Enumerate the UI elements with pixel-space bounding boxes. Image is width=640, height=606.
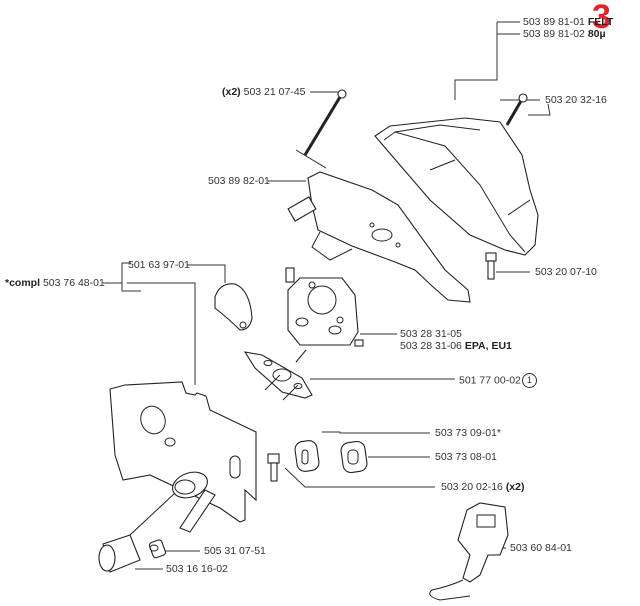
leader-grommet-1	[322, 431, 430, 434]
leader-choke-valve	[187, 264, 226, 283]
part-number: 503 73 09-01*	[435, 427, 501, 439]
gasket-part	[243, 349, 313, 401]
label-grommet-1: 503 73 09-01*	[435, 427, 501, 439]
part-number: 501 77 00-02	[459, 374, 521, 387]
choke-valve-part	[214, 283, 253, 331]
sheet-number: 3	[592, 0, 611, 36]
part-number: 503 73 08-01	[435, 451, 497, 463]
label-screw-plate: 503 20 02-16 (x2)	[441, 481, 525, 493]
part-note: FELT	[587, 16, 614, 28]
long-screw-part	[295, 89, 347, 169]
air-filter-part	[374, 117, 539, 256]
part-number: 503 60 84-01	[510, 542, 572, 554]
label-screw-top: (x2) 503 21 07-45	[222, 86, 306, 98]
part-number: 503 20 32-16	[545, 94, 607, 106]
quantity: (x2)	[222, 86, 241, 98]
filter-holder-part	[287, 171, 471, 303]
label-air-filter-felt: 503 89 81-01 FELT	[523, 16, 613, 28]
part-number: 503 28 31-05	[400, 328, 462, 340]
label-bushing: 505 31 07-51	[204, 545, 266, 557]
label-choke-valve: 501 63 97-01	[128, 259, 190, 271]
leader-screw-plate	[284, 467, 435, 488]
part-number: 503 89 81-02	[523, 28, 585, 40]
sleeve-part	[98, 492, 176, 573]
label-air-filter-80u: 503 89 81-02 80µ	[523, 28, 606, 40]
leader-air-filter	[454, 22, 498, 100]
screw-plate-part	[267, 453, 280, 482]
label-filter-holder: 503 89 82-01	[208, 175, 270, 187]
label-screw-holder: 503 20 07-10	[535, 266, 597, 278]
part-number: 503 89 81-01	[523, 16, 585, 28]
label-choke-kit: *compl 503 76 48-01	[5, 277, 105, 289]
part-note: EPA, EU1	[464, 340, 512, 352]
screw-filter-part	[505, 93, 528, 126]
part-number: 503 89 82-01	[208, 175, 270, 187]
leader-lines	[103, 21, 551, 570]
quantity: (x2)	[505, 481, 525, 493]
part-number: 503 28 31-06	[400, 340, 462, 352]
part-number: 503 20 02-16	[441, 481, 503, 493]
throttle-link-part	[429, 502, 509, 601]
part-number: 503 76 48-01	[42, 277, 105, 289]
grommet-1-part	[294, 440, 320, 472]
label-carburetor-1: 503 28 31-05	[400, 328, 462, 340]
part-number: 503 20 07-10	[535, 266, 597, 278]
part-number: 503 16 16-02	[166, 563, 228, 575]
reference-circle: 1	[521, 373, 537, 388]
heat-shield-part	[109, 381, 257, 533]
grommet-2-part	[340, 440, 368, 474]
bushing-part	[148, 539, 167, 559]
part-number: 501 63 97-01	[128, 259, 190, 271]
label-sleeve: 503 16 16-02	[166, 563, 228, 575]
part-prefix: *compl	[5, 277, 41, 289]
carburetor-part	[285, 267, 364, 347]
part-note: 80µ	[587, 28, 606, 40]
part-number: 505 31 07-51	[204, 545, 266, 557]
screw-holder-part	[485, 252, 497, 280]
label-throttle-link: 503 60 84-01	[510, 542, 572, 554]
label-grommet-2: 503 73 08-01	[435, 451, 497, 463]
part-number: 503 21 07-45	[243, 86, 306, 98]
label-carburetor-2: 503 28 31-06 EPA, EU1	[400, 340, 512, 352]
label-screw-filter: 503 20 32-16	[545, 94, 607, 106]
